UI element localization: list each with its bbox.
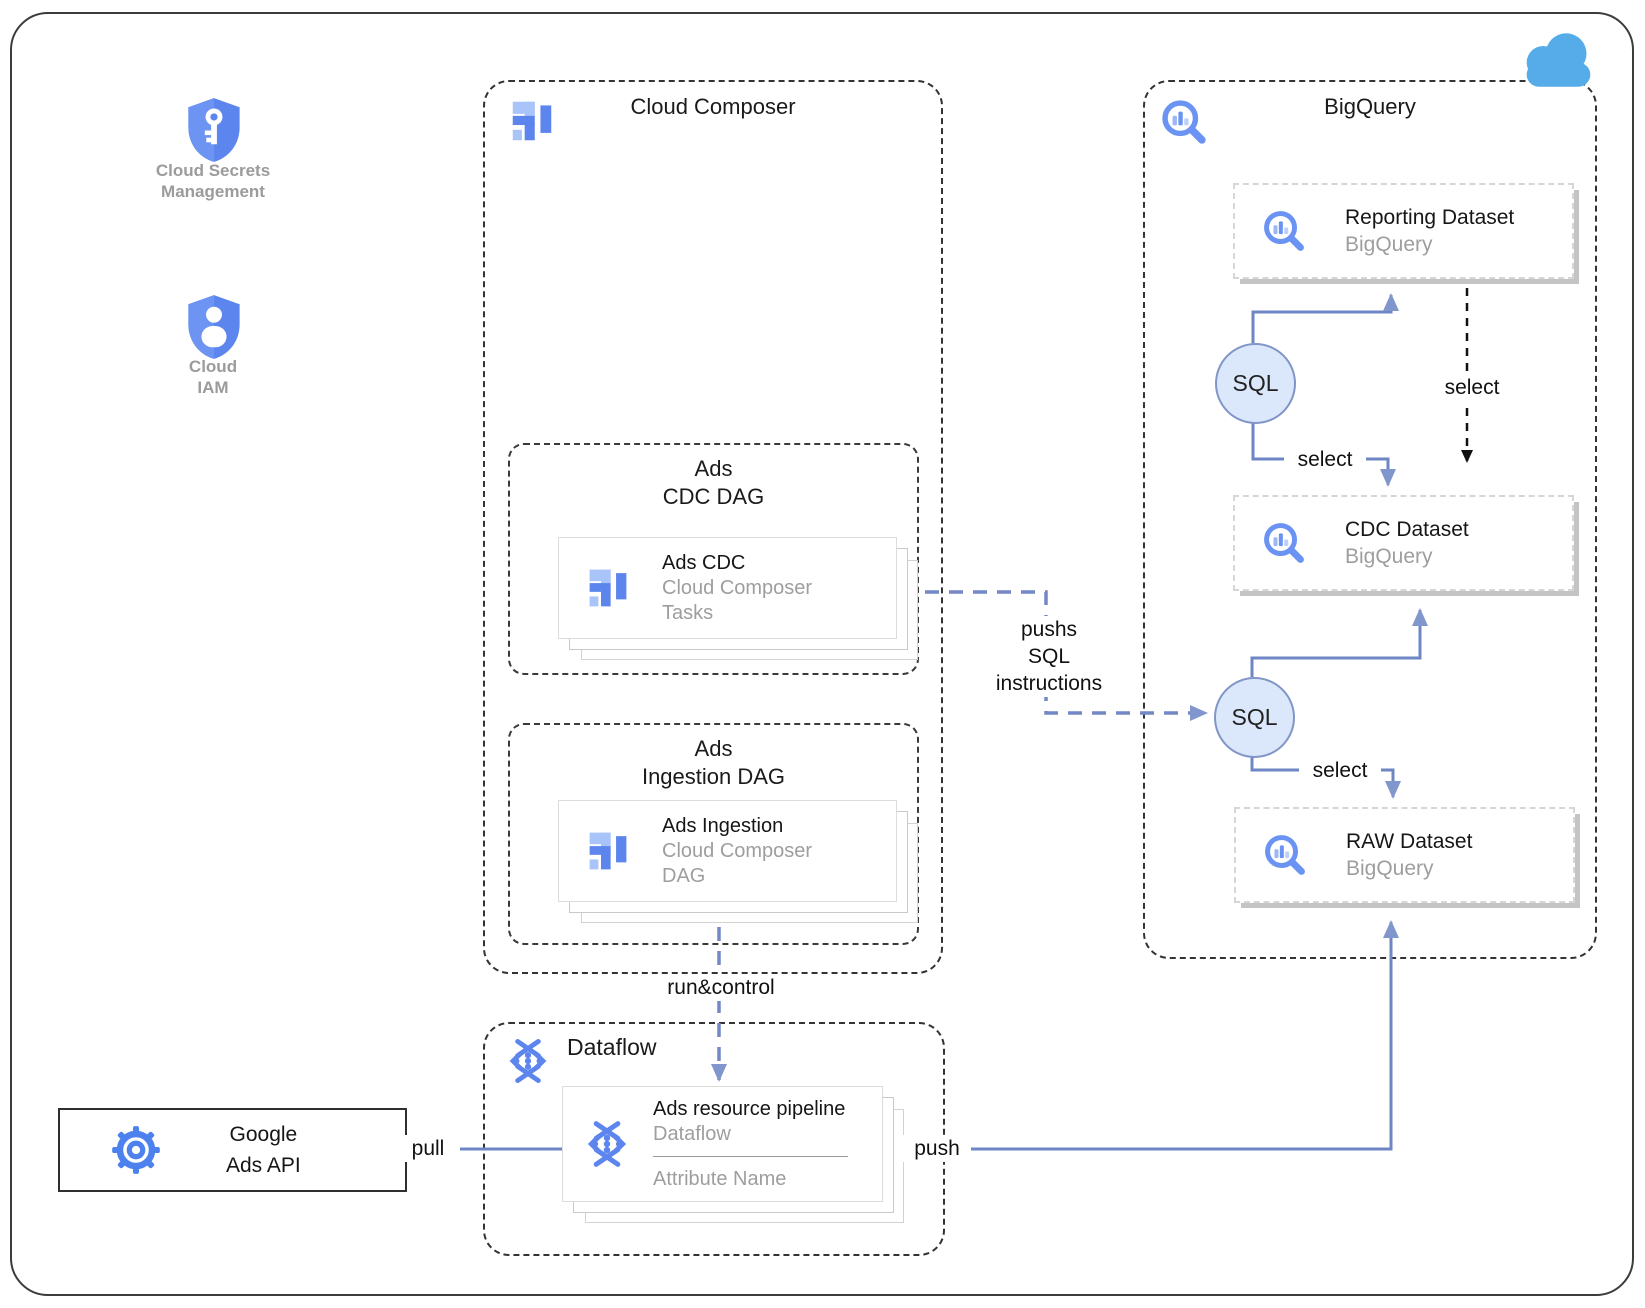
cloud-iam-icon <box>185 292 243 362</box>
ads-ingestion-dag-title-line2: Ingestion DAG <box>641 764 786 789</box>
ads-cdc-dag-title-line2: CDC DAG <box>662 484 765 509</box>
google-ads-api-line1: Google <box>229 1123 298 1146</box>
cloud-iam-label: Cloud IAM <box>113 356 313 398</box>
reporting-dataset-card: Reporting Dataset BigQuery <box>1233 183 1574 279</box>
reporting-dataset-title: Reporting Dataset <box>1345 206 1515 229</box>
ads-cdc-card-subtitle2: Tasks <box>662 601 714 624</box>
cloud-secrets-management-icon <box>185 95 243 165</box>
bigquery-title: BigQuery <box>1324 94 1416 119</box>
pipeline-card-attribute: Attribute Name <box>653 1167 787 1190</box>
cloud-secrets-label-line2: Management <box>161 182 265 201</box>
reporting-dataset-subtitle: BigQuery <box>1345 233 1433 256</box>
ads-ingestion-dag-group: Ads Ingestion DAG <box>508 723 919 945</box>
raw-dataset-subtitle: BigQuery <box>1346 857 1434 880</box>
cloud-composer-title: Cloud Composer <box>630 94 796 119</box>
cloud-secrets-label-line1: Cloud Secrets <box>155 161 271 180</box>
sql-node-1: SQL <box>1215 343 1296 424</box>
edge-label-pushs-sql-line2: SQL <box>1027 645 1071 668</box>
edge-label-select-sql1: select <box>1284 446 1366 473</box>
ads-ingestion-card-subtitle2: DAG <box>662 864 706 887</box>
cloud-composer-icon <box>587 567 629 609</box>
dataflow-title: Dataflow <box>567 1034 657 1060</box>
cdc-dataset-card: CDC Dataset BigQuery <box>1233 495 1574 591</box>
edge-label-pull: pull <box>396 1135 460 1162</box>
pipeline-card-divider <box>653 1155 848 1157</box>
ads-cdc-card-title: Ads CDC <box>662 551 746 574</box>
edge-label-pushs-sql-line3: instructions <box>995 672 1103 695</box>
cloud-icon <box>1516 32 1601 88</box>
sql-node-2-label: SQL <box>1231 704 1278 730</box>
cloud-composer-icon <box>587 830 629 872</box>
raw-dataset-card: RAW Dataset BigQuery <box>1234 807 1575 903</box>
ads-resource-pipeline-card: Ads resource pipeline Dataflow Attribute… <box>562 1086 883 1202</box>
ads-ingestion-dag-title-line1: Ads <box>694 736 733 761</box>
edge-label-select-reporting: select <box>1434 374 1510 401</box>
google-ads-api-box: Google Ads API <box>58 1108 407 1192</box>
cdc-dataset-title: CDC Dataset <box>1345 518 1469 541</box>
google-ads-api-line2: Ads API <box>226 1154 301 1177</box>
ads-cdc-card-subtitle1: Cloud Composer <box>662 576 813 599</box>
ads-cdc-dag-title-line1: Ads <box>694 456 733 481</box>
edge-label-run-control: run&control <box>646 974 796 1001</box>
ads-cdc-card: Ads CDC Cloud Composer Tasks <box>558 537 897 639</box>
raw-dataset-title: RAW Dataset <box>1346 830 1473 853</box>
bigquery-icon <box>1261 208 1307 254</box>
bigquery-icon <box>1261 520 1307 566</box>
gear-icon <box>110 1124 162 1176</box>
edge-label-push: push <box>903 1135 971 1162</box>
dataflow-icon <box>581 1118 633 1170</box>
bigquery-icon <box>1262 832 1308 878</box>
cdc-dataset-subtitle: BigQuery <box>1345 545 1433 568</box>
outer-frame <box>10 12 1634 1296</box>
google-ads-api-label: Google Ads API <box>226 1119 301 1181</box>
edge-label-pushs-sql: pushs SQL instructions <box>967 616 1131 697</box>
cloud-iam-label-line2: IAM <box>197 378 229 397</box>
sql-node-2: SQL <box>1214 677 1295 758</box>
cloud-secrets-label: Cloud Secrets Management <box>113 160 313 202</box>
edge-label-pushs-sql-line1: pushs <box>1020 618 1078 641</box>
edge-label-select-sql2: select <box>1299 757 1381 784</box>
ads-cdc-dag-group: Ads CDC DAG <box>508 443 919 675</box>
dataflow-icon <box>503 1036 553 1086</box>
ads-ingestion-card-title: Ads Ingestion <box>662 814 784 837</box>
sql-node-1-label: SQL <box>1232 370 1279 396</box>
ads-cdc-dag-title: Ads CDC DAG <box>510 455 917 511</box>
cloud-composer-container: Cloud Composer <box>483 80 943 974</box>
ads-ingestion-dag-title: Ads Ingestion DAG <box>510 735 917 791</box>
pipeline-card-title: Ads resource pipeline <box>653 1097 846 1120</box>
ads-ingestion-card-subtitle1: Cloud Composer <box>662 839 813 862</box>
pipeline-card-subtitle: Dataflow <box>653 1122 731 1145</box>
cloud-iam-label-line1: Cloud <box>188 357 238 376</box>
ads-ingestion-card: Ads Ingestion Cloud Composer DAG <box>558 800 897 902</box>
